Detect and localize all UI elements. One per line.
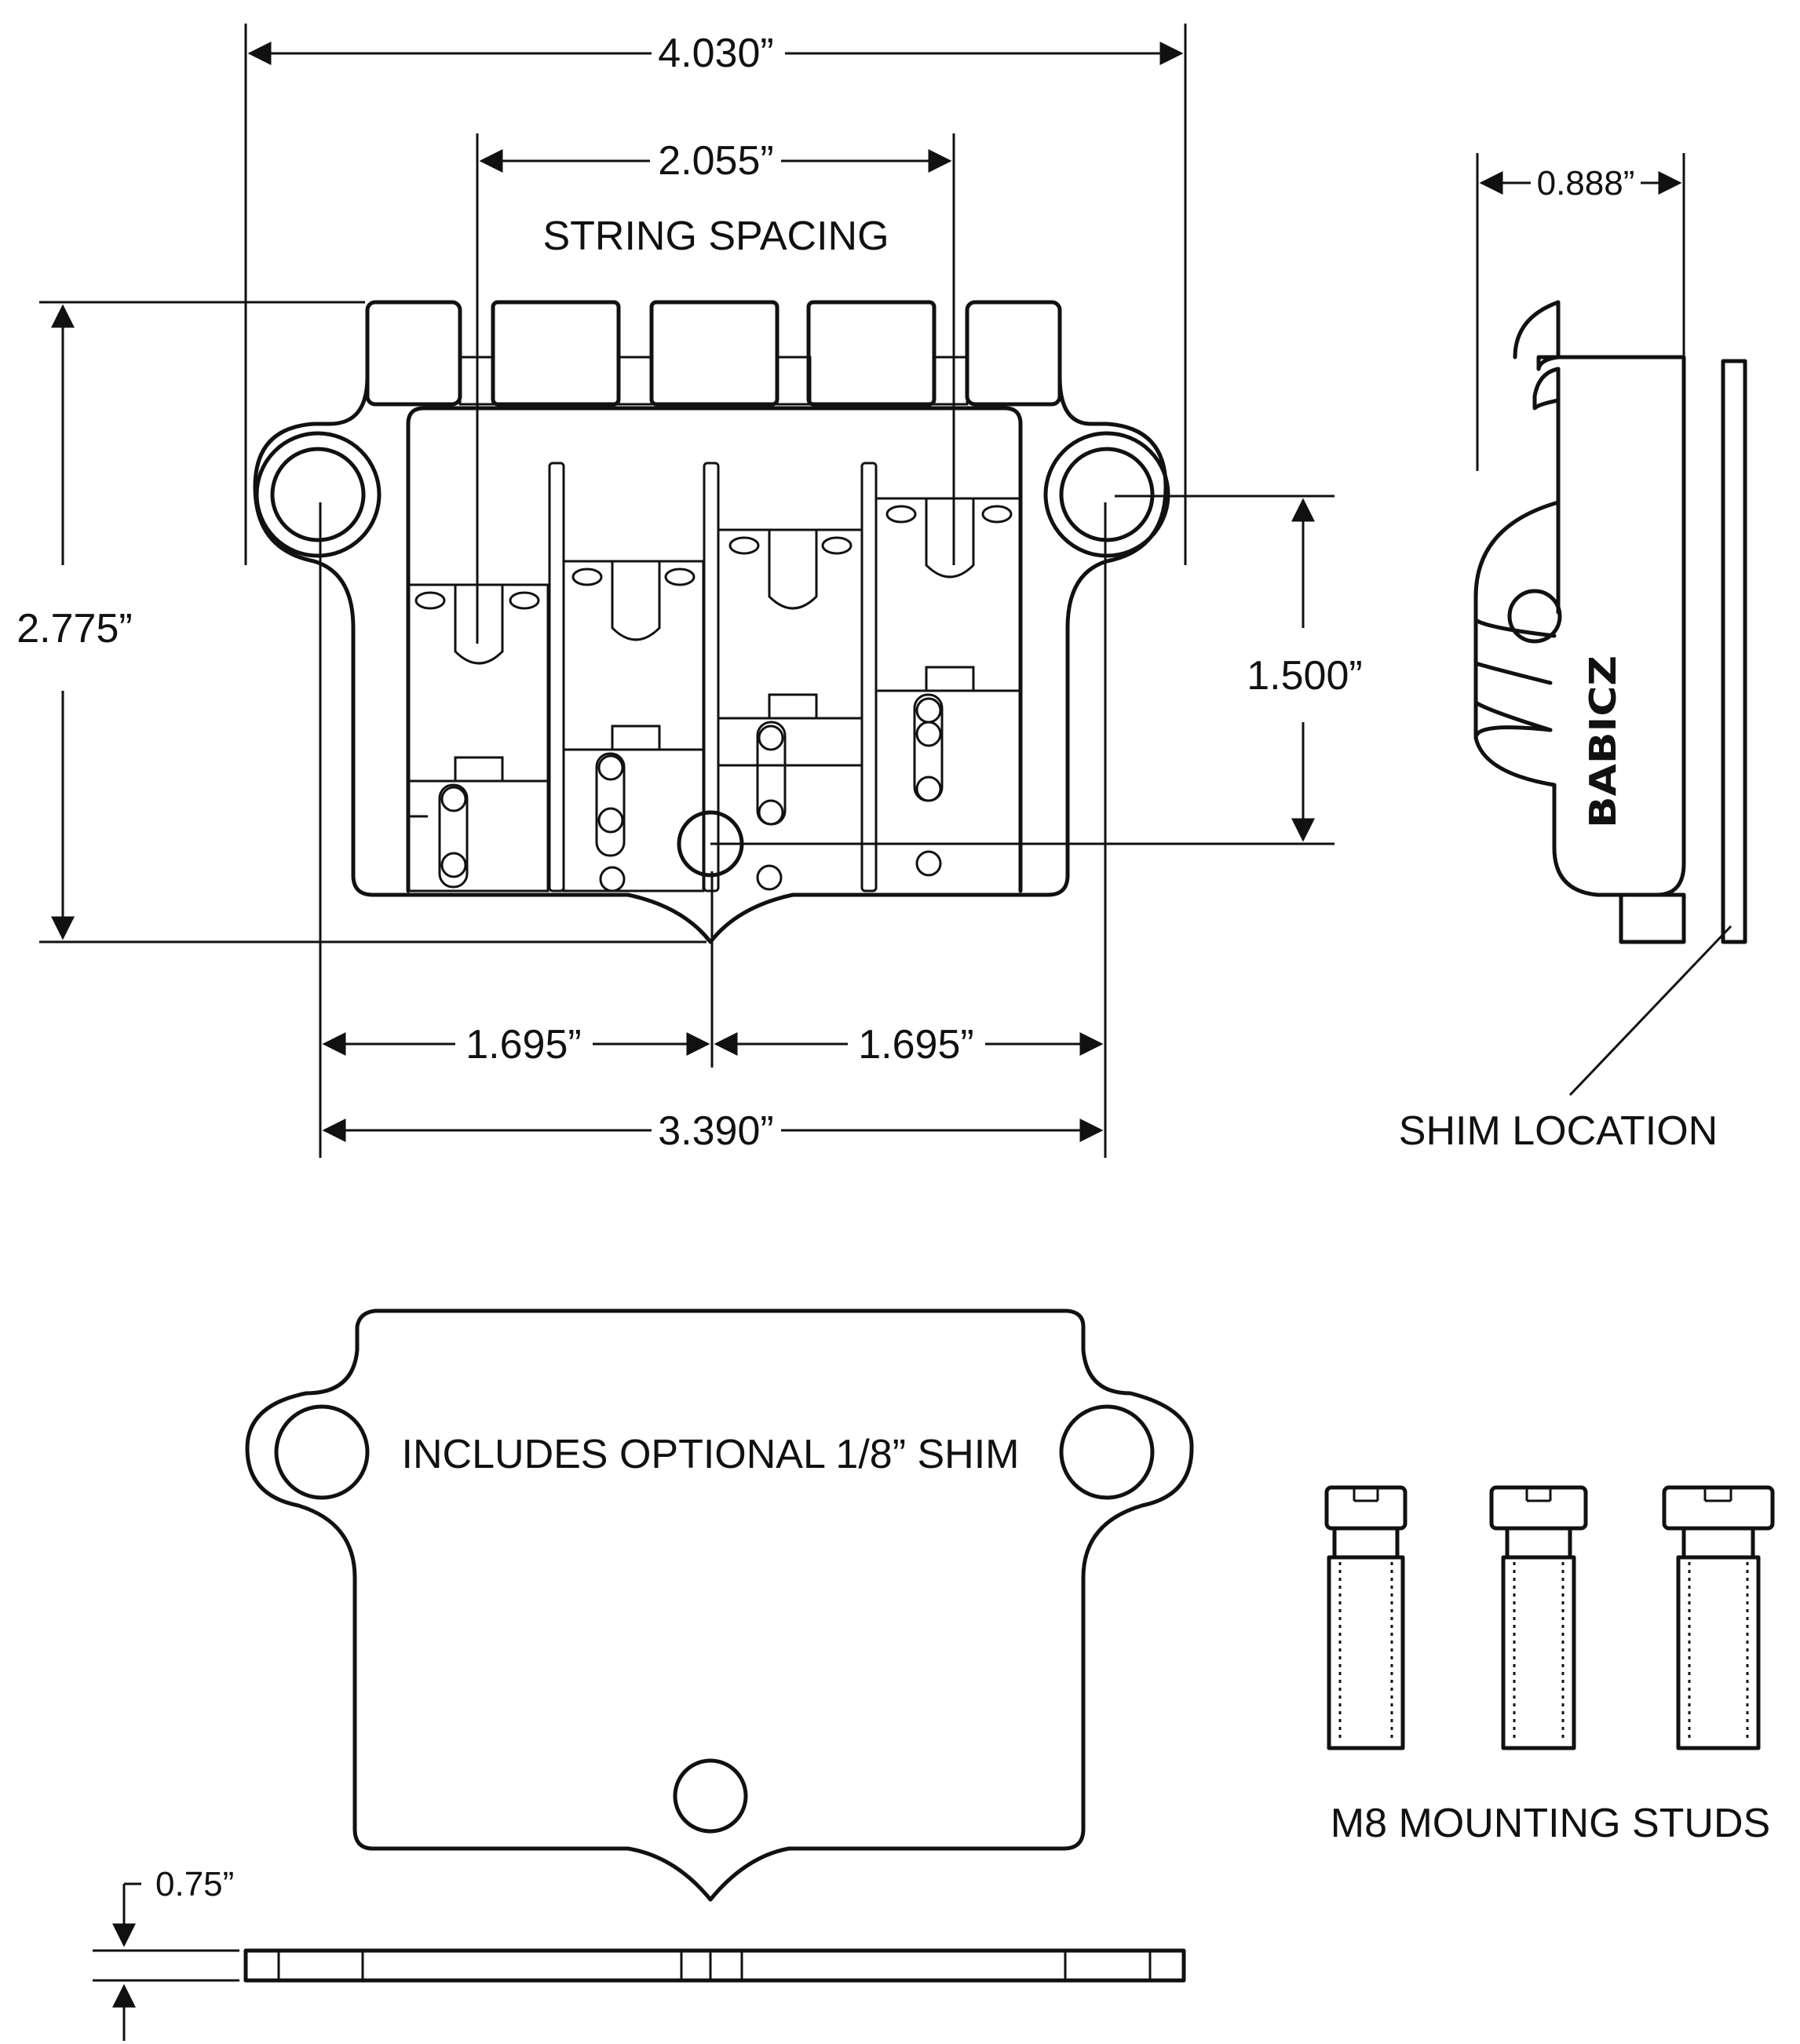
brand-mark: BABICZ — [1582, 655, 1624, 828]
dim-string-spacing: 2.055” — [658, 138, 773, 184]
bridge-body-outline — [253, 343, 1168, 944]
dim-base-width: 3.390” — [658, 1108, 773, 1154]
mount-hole-left — [254, 431, 382, 558]
mounting-studs — [1324, 1485, 1775, 1750]
saddle-2 — [562, 560, 705, 892]
bridge-top-view — [253, 300, 1170, 944]
shim-plate — [245, 1309, 1194, 1902]
bridge-side-view: BABICZ — [1473, 300, 1747, 1097]
shim-note: INCLUDES OPTIONAL 1/8” SHIM — [402, 1432, 1020, 1477]
dim-left-half: 1.695” — [466, 1022, 581, 1068]
mount-hole-right — [1043, 431, 1170, 558]
dim-overall-width: 4.030” — [658, 31, 773, 76]
dim-right-half: 1.695” — [858, 1022, 973, 1068]
dim-side-depth: 0.888” — [1537, 164, 1635, 203]
saddle-3 — [677, 528, 863, 891]
stud-1 — [1324, 1485, 1408, 1750]
shim-side — [1721, 359, 1747, 944]
dim-shim-thickness: 0.75” — [155, 1865, 234, 1903]
dimension-lines — [39, 24, 1685, 1158]
string-spacing-label: STRING SPACING — [542, 214, 889, 259]
saddle-4 — [874, 497, 1022, 877]
shim-location-label: SHIM LOCATION — [1399, 1108, 1718, 1154]
shim-edge-view — [93, 1882, 1186, 2041]
stud-2 — [1489, 1485, 1588, 1750]
saddle-tops — [365, 300, 1062, 407]
dim-mount-spacing: 1.500” — [1247, 653, 1362, 699]
shim-center-hole — [673, 1758, 748, 1834]
stud-3 — [1662, 1485, 1775, 1750]
studs-label: M8 MOUNTING STUDS — [1331, 1801, 1770, 1846]
dim-height: 2.775” — [16, 606, 132, 652]
